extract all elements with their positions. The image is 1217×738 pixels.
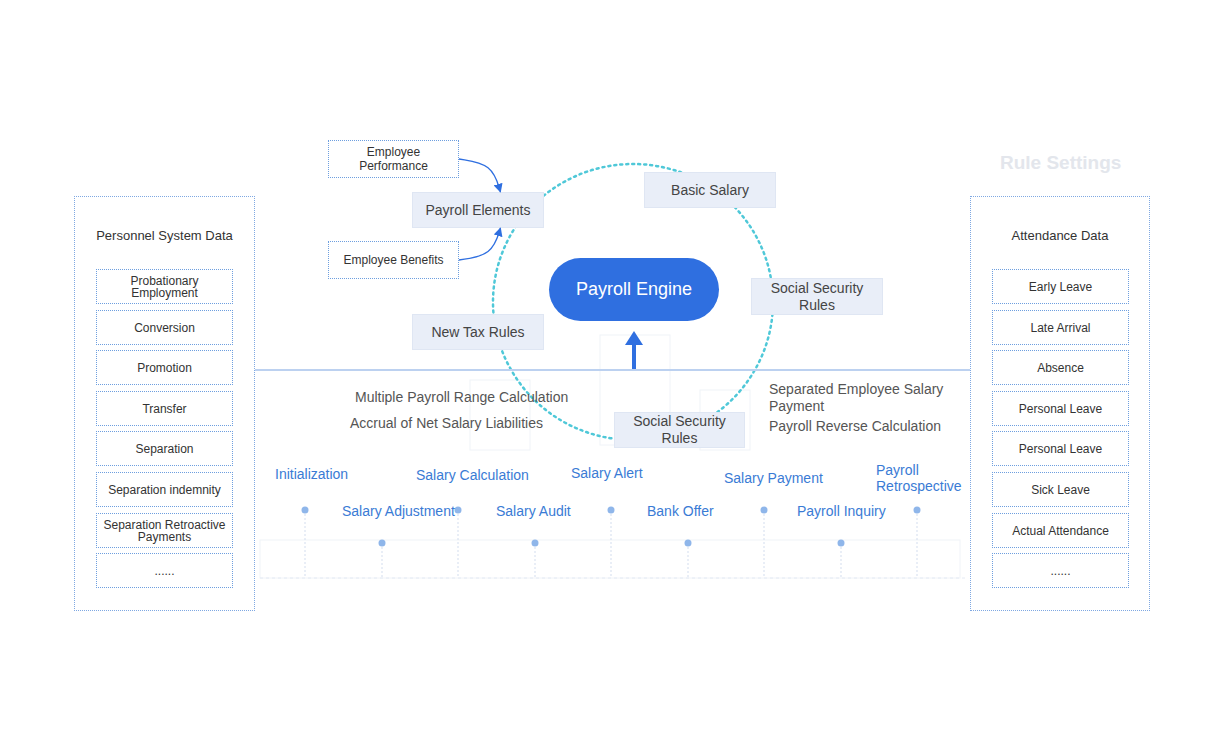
timeline-dot bbox=[455, 507, 462, 514]
upward-arrow-head bbox=[625, 331, 643, 345]
data-item-box: ...... bbox=[96, 553, 233, 588]
timeline-dot bbox=[685, 540, 692, 547]
timeline-dot bbox=[302, 507, 309, 514]
base-line bbox=[255, 369, 970, 371]
data-item-box: Early Leave bbox=[992, 269, 1129, 304]
box-label: Early Leave bbox=[1029, 281, 1092, 293]
timeline-stem bbox=[841, 543, 842, 578]
timeline-step: Bank Offer bbox=[647, 503, 714, 520]
watermark-text: Rule Settings bbox=[1000, 154, 1121, 171]
box-label: Basic Salary bbox=[671, 182, 749, 199]
data-item-box: Probationary Employment bbox=[96, 269, 233, 304]
panel-title: Attendance Data bbox=[971, 228, 1149, 243]
data-item-box: Sick Leave bbox=[992, 472, 1129, 507]
timeline-step: Salary Adjustment bbox=[342, 503, 455, 520]
box-label: Sick Leave bbox=[1031, 484, 1090, 496]
box-label: ...... bbox=[1050, 565, 1070, 577]
box-label: Conversion bbox=[134, 322, 195, 334]
data-item-box: Personal Leave bbox=[992, 391, 1129, 426]
data-panel: Personnel System DataProbationary Employ… bbox=[74, 196, 255, 611]
data-item-box: Personal Leave bbox=[992, 431, 1129, 466]
box-label: Probationary Employment bbox=[101, 275, 228, 299]
data-item-box: Absence bbox=[992, 350, 1129, 385]
panel-title: Personnel System Data bbox=[75, 228, 254, 243]
box-label: ...... bbox=[154, 565, 174, 577]
timeline-stem bbox=[917, 510, 918, 578]
feature-note: Separated Employee Salary Payment bbox=[769, 381, 961, 415]
timeline-step: Salary Alert bbox=[571, 465, 643, 482]
box-label: New Tax Rules bbox=[431, 324, 524, 341]
data-item-box: Late Arrival bbox=[992, 310, 1129, 345]
box-label: Employee Performance bbox=[335, 145, 452, 173]
data-item-box: Promotion bbox=[96, 350, 233, 385]
data-item-box: ...... bbox=[992, 553, 1129, 588]
timeline-dot bbox=[379, 540, 386, 547]
timeline-step: Payroll Inquiry bbox=[797, 503, 886, 520]
input-box: Employee Benefits bbox=[328, 241, 459, 279]
data-item-box: Separation Retroactive Payments bbox=[96, 513, 233, 548]
timeline-step: Salary Payment bbox=[724, 470, 823, 487]
box-label: Late Arrival bbox=[1030, 322, 1090, 334]
timeline-dot bbox=[838, 540, 845, 547]
box-label: Social Security Rules bbox=[621, 413, 738, 447]
data-item-box: Separation indemnity bbox=[96, 472, 233, 507]
box-label: Personal Leave bbox=[1019, 403, 1102, 415]
timeline-dot bbox=[532, 540, 539, 547]
box-label: Employee Benefits bbox=[343, 253, 443, 267]
data-item-box: Actual Attendance bbox=[992, 513, 1129, 548]
timeline-stem bbox=[305, 510, 306, 578]
curved-arrow bbox=[459, 228, 500, 260]
rule-box: New Tax Rules bbox=[412, 314, 544, 350]
box-label: Separation Retroactive Payments bbox=[101, 519, 228, 543]
timeline-dot bbox=[608, 507, 615, 514]
timeline-stems bbox=[305, 510, 917, 578]
feature-note: Payroll Reverse Calculation bbox=[769, 418, 941, 435]
curved-arrow bbox=[459, 159, 500, 192]
box-label: Payroll Engine bbox=[576, 279, 692, 300]
timeline-stem bbox=[688, 543, 689, 578]
engine-pill: Payroll Engine bbox=[549, 258, 719, 321]
feature-note: Accrual of Net Salary Liabilities bbox=[350, 415, 543, 432]
box-label: Separation bbox=[135, 443, 193, 455]
rule-box: Basic Salary bbox=[644, 172, 776, 208]
timeline-step: Initialization bbox=[275, 466, 348, 483]
box-label: Absence bbox=[1037, 362, 1084, 374]
box-label: Payroll Elements bbox=[425, 202, 530, 219]
timeline-dot bbox=[914, 507, 921, 514]
timeline-step: Salary Calculation bbox=[416, 467, 529, 484]
timeline-baseline bbox=[260, 578, 965, 579]
box-label: Transfer bbox=[142, 403, 186, 415]
timeline-stem bbox=[764, 510, 765, 578]
skyline-decoration bbox=[260, 335, 960, 578]
rule-box: Payroll Elements bbox=[412, 192, 544, 228]
timeline-step: Payroll Retrospective bbox=[876, 462, 976, 494]
upward-arrow-shaft bbox=[632, 344, 636, 369]
timeline-stem bbox=[458, 510, 459, 578]
box-label: Actual Attendance bbox=[1012, 525, 1109, 537]
timeline-step: Salary Audit bbox=[496, 503, 571, 520]
skyline-base bbox=[260, 540, 960, 578]
box-label: Separation indemnity bbox=[108, 484, 221, 496]
data-panel: Attendance DataEarly LeaveLate ArrivalAb… bbox=[970, 196, 1150, 611]
box-label: Personal Leave bbox=[1019, 443, 1102, 455]
feature-note: Multiple Payroll Range Calculation bbox=[355, 389, 568, 406]
rule-box: Social Security Rules bbox=[614, 412, 745, 448]
timeline-dot bbox=[761, 507, 768, 514]
box-label: Social Security Rules bbox=[758, 280, 876, 314]
data-item-box: Transfer bbox=[96, 391, 233, 426]
box-label: Promotion bbox=[137, 362, 192, 374]
data-item-box: Separation bbox=[96, 431, 233, 466]
timeline-stem bbox=[535, 543, 536, 578]
rule-box: Social Security Rules bbox=[751, 278, 883, 315]
input-box: Employee Performance bbox=[328, 140, 459, 178]
timeline-stem bbox=[611, 510, 612, 578]
data-item-box: Conversion bbox=[96, 310, 233, 345]
timeline-stem bbox=[382, 543, 383, 578]
